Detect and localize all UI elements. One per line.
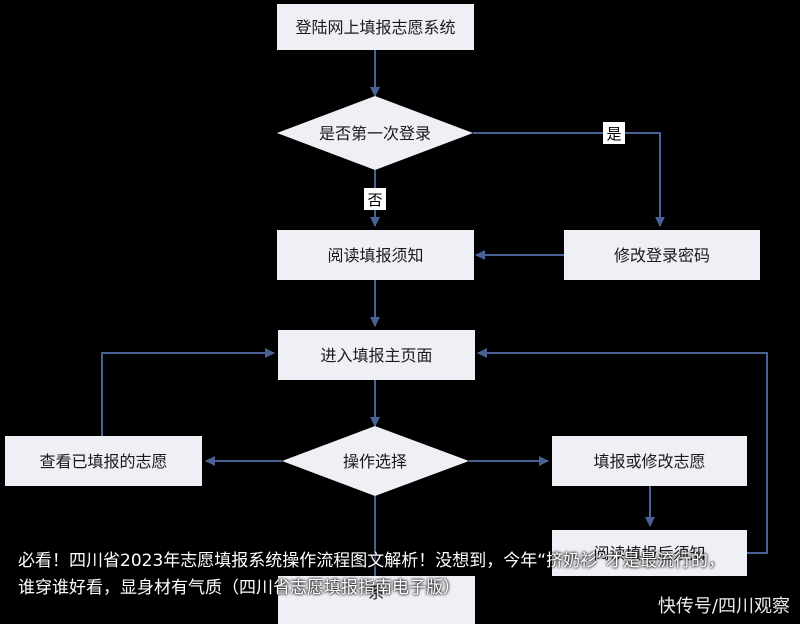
node-partial-bottom-label: 系 [368,583,384,602]
node-view-filled: 查看已填报的志愿 [5,436,202,486]
node-main-page: 进入填报主页面 [278,330,475,380]
node-choose-action-decision: 操作选择 [282,426,469,496]
node-login: 登陆网上填报志愿系统 [277,4,474,50]
edge-label-yes-text: 是 [606,125,621,143]
node-read-notice-label: 阅读填报须知 [327,246,423,265]
node-main-page-label: 进入填报主页面 [320,346,432,365]
node-login-label: 登陆网上填报志愿系统 [295,18,455,37]
node-change-password-label: 修改登录密码 [614,246,710,265]
node-choose-action-label: 操作选择 [343,452,407,471]
edge-check-to-password [473,132,665,227]
node-first-login-decision: 是否第一次登录 [277,96,473,170]
edge-after-back-to-main [477,348,768,554]
node-change-password: 修改登录密码 [564,230,760,280]
node-partial-bottom: 系 [278,576,475,624]
node-read-notice: 阅读填报须知 [277,230,474,280]
node-read-after: 阅读填报后须知 [552,530,747,576]
edge-view-back-to-main [101,348,275,436]
node-fill-or-edit-label: 填报或修改志愿 [593,452,705,471]
node-fill-or-edit: 填报或修改志愿 [552,436,747,486]
edge-label-yes: 是 [603,122,625,144]
source-watermark: 快传号/四川观察 [657,596,790,617]
node-view-filled-label: 查看已填报的志愿 [39,452,167,471]
connectors [101,50,768,624]
article-caption: 必看！四川省2023年志愿填报系统操作流程图文解析！没想到，今年“挤奶衫”才是最… [18,551,725,598]
edge-label-no-text: 否 [367,191,382,209]
edge-label-no: 否 [364,188,386,210]
node-read-after-label: 阅读填报后须知 [593,544,705,563]
node-first-login-label: 是否第一次登录 [319,124,431,143]
